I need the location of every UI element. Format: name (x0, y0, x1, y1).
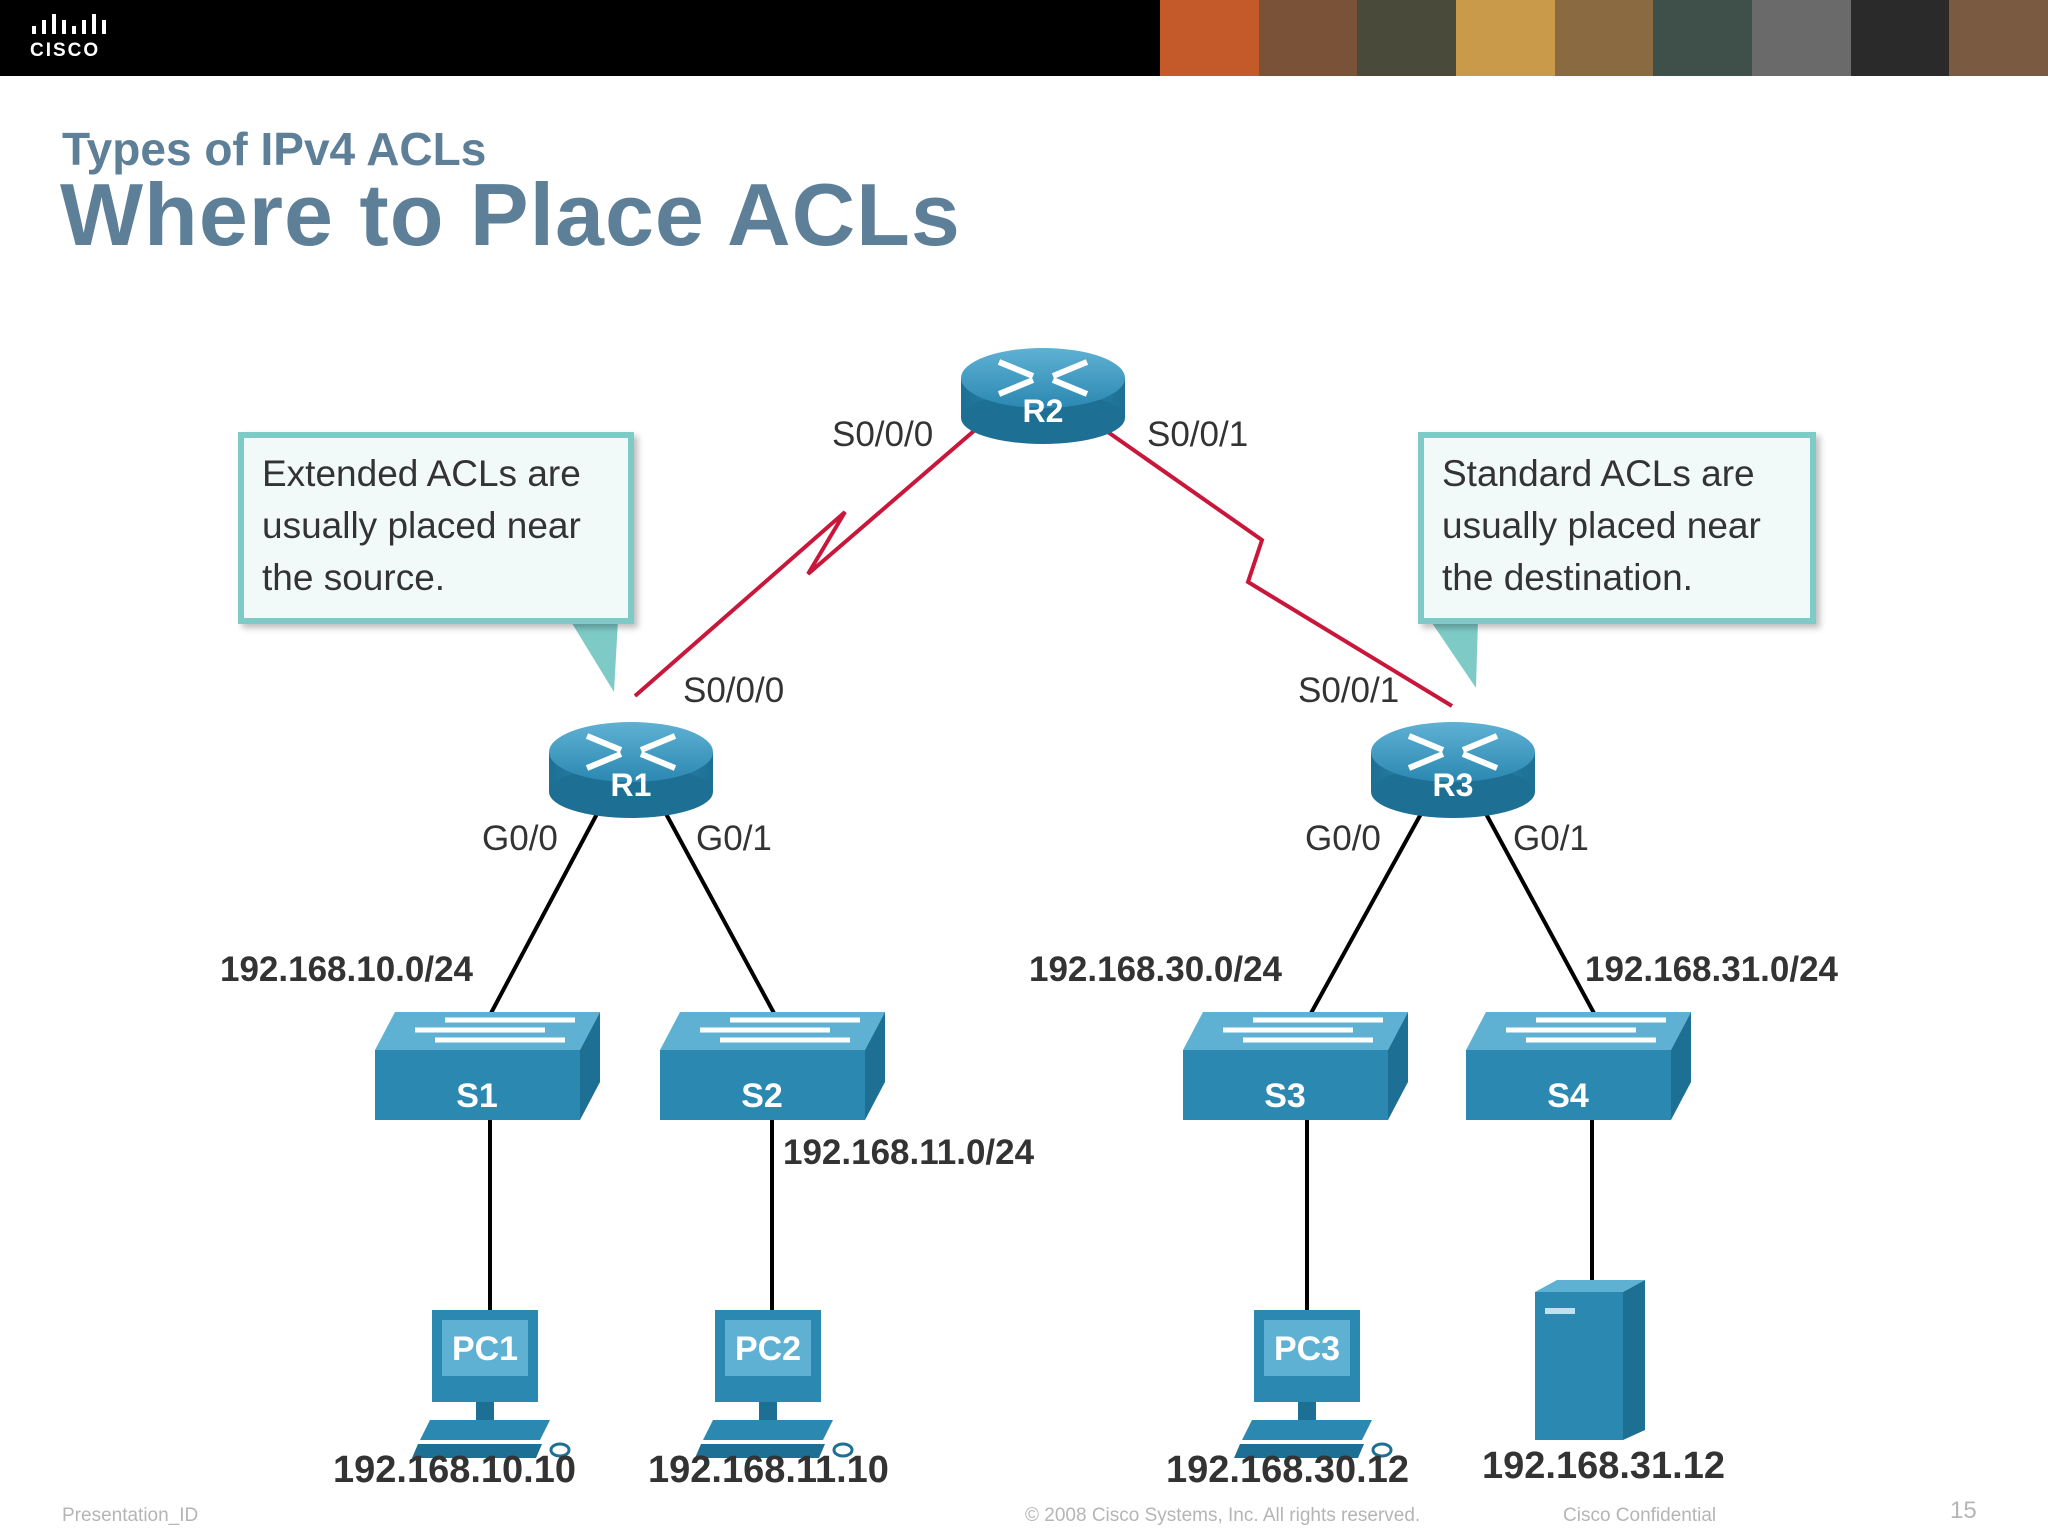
lan-links (488, 811, 1597, 1315)
wan-link-r2-r3 (1103, 428, 1454, 708)
header-photo-8 (1850, 0, 1950, 76)
pc-pc3[interactable]: PC3 (1234, 1310, 1393, 1458)
router-label: R1 (611, 767, 652, 803)
switch-arrows-icon (1223, 1017, 1383, 1043)
switch-s4[interactable]: S4 (1466, 1012, 1691, 1120)
callout-extended-acls: Extended ACLs are usually placed near th… (238, 432, 634, 624)
switch-s3[interactable]: S3 (1183, 1012, 1408, 1120)
header-photo-1 (1160, 0, 1259, 76)
iface-r3-s001: S0/0/1 (1298, 671, 1399, 710)
switch-label: S4 (1547, 1077, 1589, 1115)
switch-arrows-icon (700, 1017, 860, 1043)
callout-standard-acls: Standard ACLs are usually placed near th… (1418, 432, 1816, 624)
iface-r3-g00: G0/0 (1305, 819, 1381, 858)
footer-presentation-id: Presentation_ID (62, 1505, 199, 1526)
router-r3[interactable]: R3 (1371, 722, 1535, 818)
footer-confidential: Cisco Confidential (1563, 1505, 1717, 1526)
callout-standard-line-1: Standard ACLs are (1442, 453, 1755, 494)
router-arrows-icon (997, 359, 1089, 397)
header-photo-7 (1752, 0, 1851, 76)
cisco-logo: CISCO (30, 14, 140, 64)
switch-label: S3 (1264, 1077, 1306, 1115)
iface-r1-g00: G0/0 (482, 819, 558, 858)
callout-standard-pointer (1430, 620, 1478, 688)
header-photo-4 (1456, 0, 1555, 76)
iface-r2-s001: S0/0/1 (1147, 415, 1248, 454)
slide-title: Where to Place ACLs (60, 165, 961, 264)
switch-arrows-icon (1506, 1017, 1666, 1043)
header-photo-5 (1554, 0, 1654, 76)
header-bar: CISCO (0, 0, 2048, 76)
header-photo-strip (1160, 0, 2048, 76)
server[interactable] (1535, 1280, 1645, 1440)
iface-r1-s000: S0/0/0 (683, 671, 784, 710)
slide-section-title: Types of IPv4 ACLs (62, 123, 487, 175)
callout-extended-line-2: usually placed near (262, 505, 581, 546)
callout-standard-line-2: usually placed near (1442, 505, 1761, 546)
callout-standard-line-3: the destination. (1442, 557, 1693, 598)
router-label: R2 (1023, 393, 1064, 429)
switch-arrows-icon (415, 1017, 575, 1043)
header-photo-3 (1357, 0, 1457, 76)
cisco-logo-text: CISCO (30, 40, 101, 61)
router-r2[interactable]: R2 (961, 348, 1125, 444)
router-r1[interactable]: R1 (549, 722, 713, 818)
router-arrows-icon (1407, 733, 1499, 771)
link-r1-s2 (663, 811, 777, 1016)
link-r1-s1 (488, 811, 600, 1016)
link-r3-s3 (1308, 811, 1424, 1016)
header-photo-9 (1949, 0, 2048, 76)
header-photo-6 (1653, 0, 1753, 76)
iface-r2-s000: S0/0/0 (832, 415, 933, 454)
host-ip-pc1: 192.168.10.10 (333, 1449, 576, 1491)
pc-pc1[interactable]: PC1 (412, 1310, 571, 1458)
pc-label: PC3 (1274, 1330, 1340, 1368)
pc-label: PC2 (735, 1330, 801, 1368)
host-ip-server: 192.168.31.12 (1482, 1445, 1725, 1487)
network-label-31: 192.168.31.0/24 (1585, 950, 1839, 989)
pc-label: PC1 (452, 1330, 518, 1368)
cisco-bars-icon (32, 14, 106, 34)
host-ip-pc2: 192.168.11.10 (648, 1449, 889, 1491)
header-photo-2 (1258, 0, 1358, 76)
footer-copyright: © 2008 Cisco Systems, Inc. All rights re… (1025, 1505, 1421, 1526)
page-number: 15 (1950, 1497, 1977, 1524)
network-label-30: 192.168.30.0/24 (1029, 950, 1283, 989)
link-r3-s4 (1483, 811, 1597, 1016)
router-arrows-icon (585, 733, 677, 771)
pc-pc2[interactable]: PC2 (695, 1310, 854, 1458)
router-label: R3 (1433, 767, 1474, 803)
callout-extended-line-3: the source. (262, 557, 446, 598)
iface-r3-g01: G0/1 (1513, 819, 1589, 858)
network-label-11: 192.168.11.0/24 (783, 1133, 1035, 1172)
iface-r1-g01: G0/1 (696, 819, 772, 858)
callout-extended-pointer (570, 620, 618, 692)
wan-link-r1-r2 (633, 428, 977, 698)
host-ip-pc3: 192.168.30.12 (1166, 1449, 1409, 1491)
switch-s2[interactable]: S2 (660, 1012, 885, 1120)
network-label-10: 192.168.10.0/24 (220, 950, 474, 989)
switch-label: S1 (456, 1077, 498, 1115)
switch-s1[interactable]: S1 (375, 1012, 600, 1120)
switch-label: S2 (741, 1077, 783, 1115)
callout-extended-line-1: Extended ACLs are (262, 453, 581, 494)
